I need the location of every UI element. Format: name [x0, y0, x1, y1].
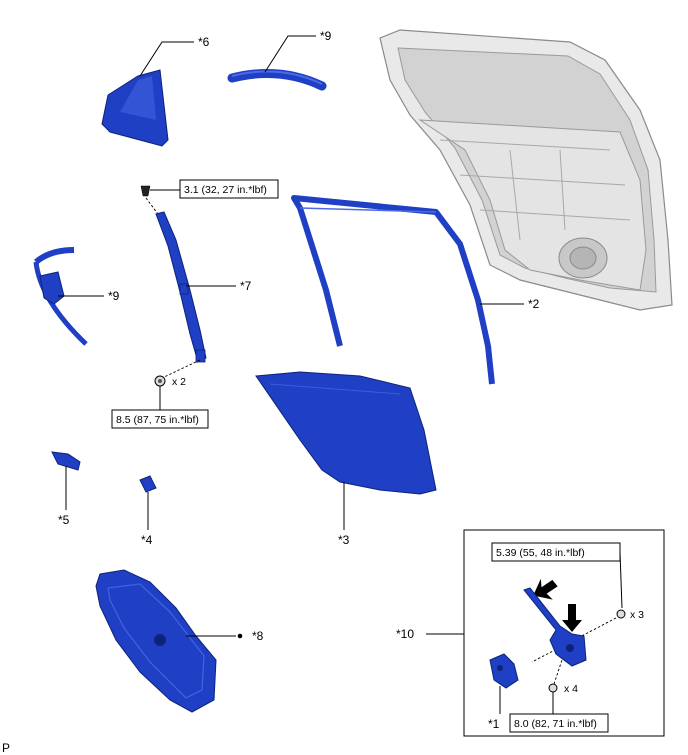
- part-6-quarter-window-panel: [101, 69, 169, 147]
- part-8-service-hole-cover: [95, 569, 217, 713]
- callout-5: *5: [58, 466, 70, 527]
- torque-lower-label: 8.5 (87, 75 in.*lbf): [116, 414, 199, 426]
- torque-regulator-lower-label: 8.0 (82, 71 in.*lbf): [514, 718, 597, 730]
- part-2-glass-run: [291, 195, 495, 385]
- callout-8-label: *8: [252, 629, 264, 643]
- callout-2-label: *2: [528, 297, 540, 311]
- callout-4: *4: [141, 492, 153, 547]
- callout-6: *6: [139, 35, 210, 77]
- bolt-upper: [140, 185, 159, 215]
- torque-regulator-upper-label: 5.39 (55, 48 in.*lbf): [496, 547, 585, 559]
- callout-9-top-label: *9: [320, 29, 332, 43]
- callout-9-left: *9: [58, 289, 120, 303]
- callout-1: *1: [488, 686, 501, 731]
- callout-10-label: *10: [396, 627, 414, 641]
- part-3-door-glass: [255, 371, 437, 495]
- qty-lower-bolt: x 2: [172, 376, 186, 388]
- torque-box-lower: 8.5 (87, 75 in.*lbf): [111, 386, 209, 429]
- callout-2: *2: [480, 297, 540, 311]
- bolt-regulator-lower: x 4: [548, 659, 578, 714]
- rear-door-panel: [379, 29, 673, 311]
- callout-8: *8: [186, 629, 264, 643]
- qty-regulator-lower: x 4: [564, 683, 578, 695]
- part-window-regulator: [523, 587, 587, 667]
- callout-9-top: *9: [264, 29, 332, 73]
- callout-9-left-label: *9: [108, 289, 120, 303]
- arrow-icon-2: [562, 604, 582, 632]
- bolt-lower-pair: x 2: [154, 359, 201, 388]
- corner-mark: P: [2, 741, 10, 755]
- callout-5-label: *5: [58, 513, 70, 527]
- part-1-regulator-motor: [489, 653, 519, 689]
- part-9-weatherstrip-left: [33, 247, 88, 346]
- torque-box-regulator-upper: 5.39 (55, 48 in.*lbf): [491, 542, 623, 609]
- callout-6-label: *6: [198, 35, 210, 49]
- torque-box-regulator-lower: 8.0 (82, 71 in.*lbf): [509, 713, 609, 733]
- torque-upper-label: 3.1 (32, 27 in.*lbf): [184, 184, 267, 196]
- callout-3: *3: [338, 482, 350, 547]
- qty-regulator-upper: x 3: [630, 609, 644, 621]
- callout-7: *7: [186, 279, 252, 293]
- part-7-window-channel: [155, 211, 207, 363]
- callout-4-label: *4: [141, 533, 153, 547]
- part-9-weatherstrip-top: [227, 69, 327, 91]
- part-4-clip: [139, 475, 157, 493]
- callout-3-label: *3: [338, 533, 350, 547]
- torque-box-upper: 3.1 (32, 27 in.*lbf): [150, 179, 279, 199]
- callout-1-label: *1: [488, 717, 500, 731]
- part-5-clip: [51, 451, 81, 471]
- arrow-icon-1: [533, 578, 558, 600]
- callout-7-label: *7: [240, 279, 252, 293]
